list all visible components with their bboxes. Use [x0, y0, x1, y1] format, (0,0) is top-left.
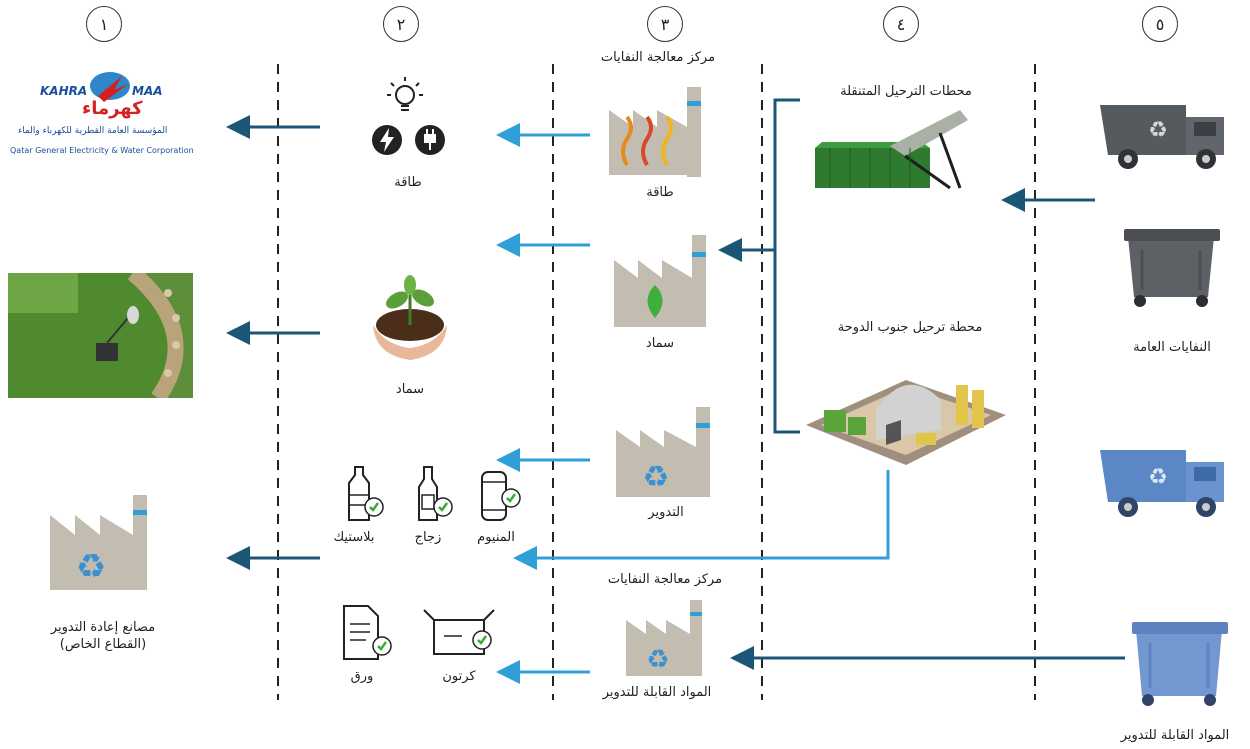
svg-text:♻: ♻ [76, 547, 106, 587]
blue-recycling-truck-image: ♻ [1100, 450, 1224, 517]
paper-document-icon [343, 605, 392, 660]
bracket-stations [773, 98, 800, 434]
aluminium-label: المنيوم [477, 530, 515, 545]
recycling-plant-icon: ♻ [616, 407, 710, 497]
recycling-factories-label: مصانع إعادة التدوير [50, 620, 156, 635]
mobile-transfer-station-image [815, 110, 968, 190]
recycling-factory-icon: ♻ [50, 495, 147, 590]
kahramaa-logo: KAHRA MAA كهرماء المؤسسة العامة القطرية … [10, 62, 194, 172]
plastic-bottle-icon [348, 466, 384, 521]
stage-4-number: ٤ [883, 6, 919, 42]
processing-center-top-label: مركز معالجة النفايات [600, 50, 716, 65]
south-doha-station-label: محطة ترحيل جنوب الدوحة [837, 320, 983, 335]
cardboard-box-icon [423, 609, 495, 655]
compost-plant-label: سماد [645, 336, 675, 351]
stage-1-number: ١ [86, 6, 122, 42]
plastic-label: بلاستيك [333, 530, 375, 545]
processing-center-bottom-label: مركز معالجة النفايات [607, 572, 723, 587]
blue-recycling-bin-image [1132, 622, 1228, 706]
stage-5-number: ٥ [1142, 6, 1178, 42]
svg-text:♻: ♻ [1148, 465, 1168, 490]
gray-waste-bin-image [1124, 229, 1220, 307]
logo-word-left: KAHRA [40, 84, 88, 98]
logo-word-right: MAA [132, 84, 163, 98]
lightbulb-icon [387, 77, 423, 111]
svg-text:♻: ♻ [643, 460, 670, 495]
paper-label: ورق [350, 669, 374, 684]
svg-text:♻: ♻ [1148, 118, 1168, 143]
energy-plant-label: طاقة [646, 185, 674, 200]
aluminium-can-icon [481, 471, 521, 521]
energy-output-label: طاقة [394, 175, 422, 190]
power-plug-icon [415, 125, 445, 155]
arrow-station-to-metals [513, 470, 890, 570]
recycling-plant-label: التدوير [648, 505, 684, 520]
compost-hands-image [373, 275, 447, 360]
glass-label: زجاج [414, 530, 442, 545]
cardboard-label: كرتون [442, 669, 476, 684]
svg-text:♻: ♻ [646, 645, 669, 675]
recyclables-plant-label: المواد القابلة للتدوير [602, 685, 712, 700]
lightning-bolt-icon [372, 125, 402, 155]
garden-lawnmower-image [8, 273, 193, 398]
private-sector-label: (القطاع الخاص) [59, 637, 147, 652]
compost-plant-icon [614, 235, 706, 327]
logo-english: Qatar General Electricity & Water Corpor… [10, 146, 194, 155]
south-doha-station-image [806, 380, 1006, 465]
recyclable-materials-label: المواد القابلة للتدوير [1120, 728, 1230, 743]
logo-arabic-sub: المؤسسة العامة القطرية للكهرباء والماء [18, 126, 168, 136]
stage-2-number: ٢ [383, 6, 419, 42]
glass-bottle-icon [418, 466, 453, 521]
gray-garbage-truck-image: ♻ [1100, 105, 1224, 169]
energy-plant-icon [609, 87, 701, 177]
stage-3-number: ٣ [647, 6, 683, 42]
recyclables-plant-icon: ♻ [626, 600, 702, 676]
logo-arabic: كهرماء [82, 98, 143, 119]
kahramaa-emblem [90, 72, 130, 102]
general-waste-label: النفايات العامة [1133, 340, 1211, 355]
mobile-stations-label: محطات الترحيل المتنقلة [840, 84, 972, 99]
compost-output-label: سماد [395, 382, 425, 397]
